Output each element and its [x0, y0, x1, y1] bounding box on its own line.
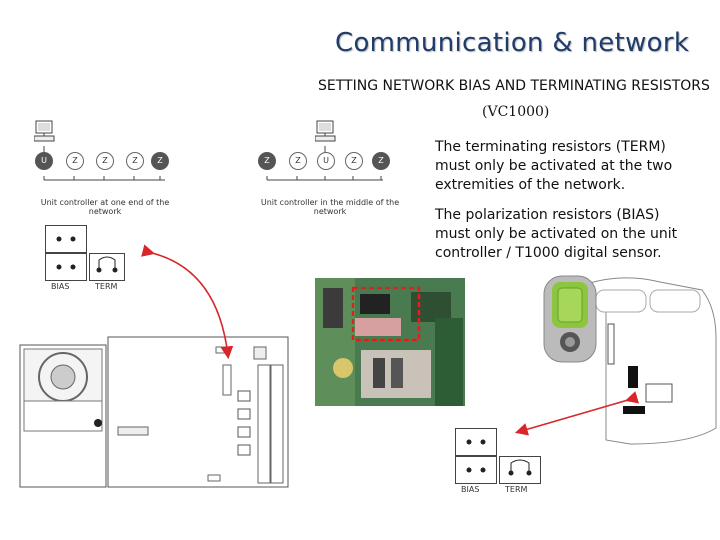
- network-node: Z: [151, 152, 169, 170]
- arrow-jumper-to-controller: [141, 244, 234, 360]
- computer-icon: [34, 120, 55, 142]
- network-node: Z: [66, 152, 84, 170]
- network-caption: Unit controller in the middle of the net…: [260, 198, 400, 216]
- bias-jumper-top: [45, 225, 87, 253]
- model-label: (VC1000): [482, 104, 550, 120]
- term-label: TERM: [95, 282, 118, 291]
- bias-label: BIAS: [461, 485, 480, 494]
- term-label: TERM: [505, 485, 528, 494]
- bias-instruction-text: The polarization resistors (BIAS) must o…: [435, 207, 678, 261]
- bias-jumper-top: [455, 428, 497, 456]
- network-node: Z: [345, 152, 363, 170]
- network-diagram-right: Z Z U Z Z Unit controller in the middle …: [255, 118, 405, 218]
- page-title: Communication & network: [335, 28, 690, 58]
- bias-label: BIAS: [51, 282, 70, 291]
- board-photo: [315, 278, 465, 406]
- bias-jumper-bottom: [455, 456, 497, 484]
- term-jumper: [89, 253, 125, 281]
- network-caption: Unit controller at one end of the networ…: [40, 198, 170, 216]
- network-bus-line: [266, 146, 383, 181]
- bias-jumper-bottom: [45, 253, 87, 281]
- network-node: U: [35, 152, 53, 170]
- network-node: Z: [289, 152, 307, 170]
- section-subtitle: SETTING NETWORK BIAS AND TERMINATING RES…: [318, 78, 710, 94]
- jumper-diagram-bottom: BIAS TERM: [455, 428, 545, 496]
- network-diagram-left: U Z Z Z Z Unit controller at one end of …: [30, 118, 180, 218]
- term-jumper: [499, 456, 541, 484]
- network-node: Z: [372, 152, 390, 170]
- network-node: Z: [258, 152, 276, 170]
- computer-icon: [315, 120, 336, 142]
- network-node: Z: [126, 152, 144, 170]
- arrow-sensor-to-jumper: [514, 391, 640, 436]
- network-node: Z: [96, 152, 114, 170]
- jumper-diagram-left: BIAS TERM: [45, 225, 125, 293]
- network-node: U: [317, 152, 335, 170]
- term-instruction-text: The terminating resistors (TERM) must on…: [435, 139, 673, 193]
